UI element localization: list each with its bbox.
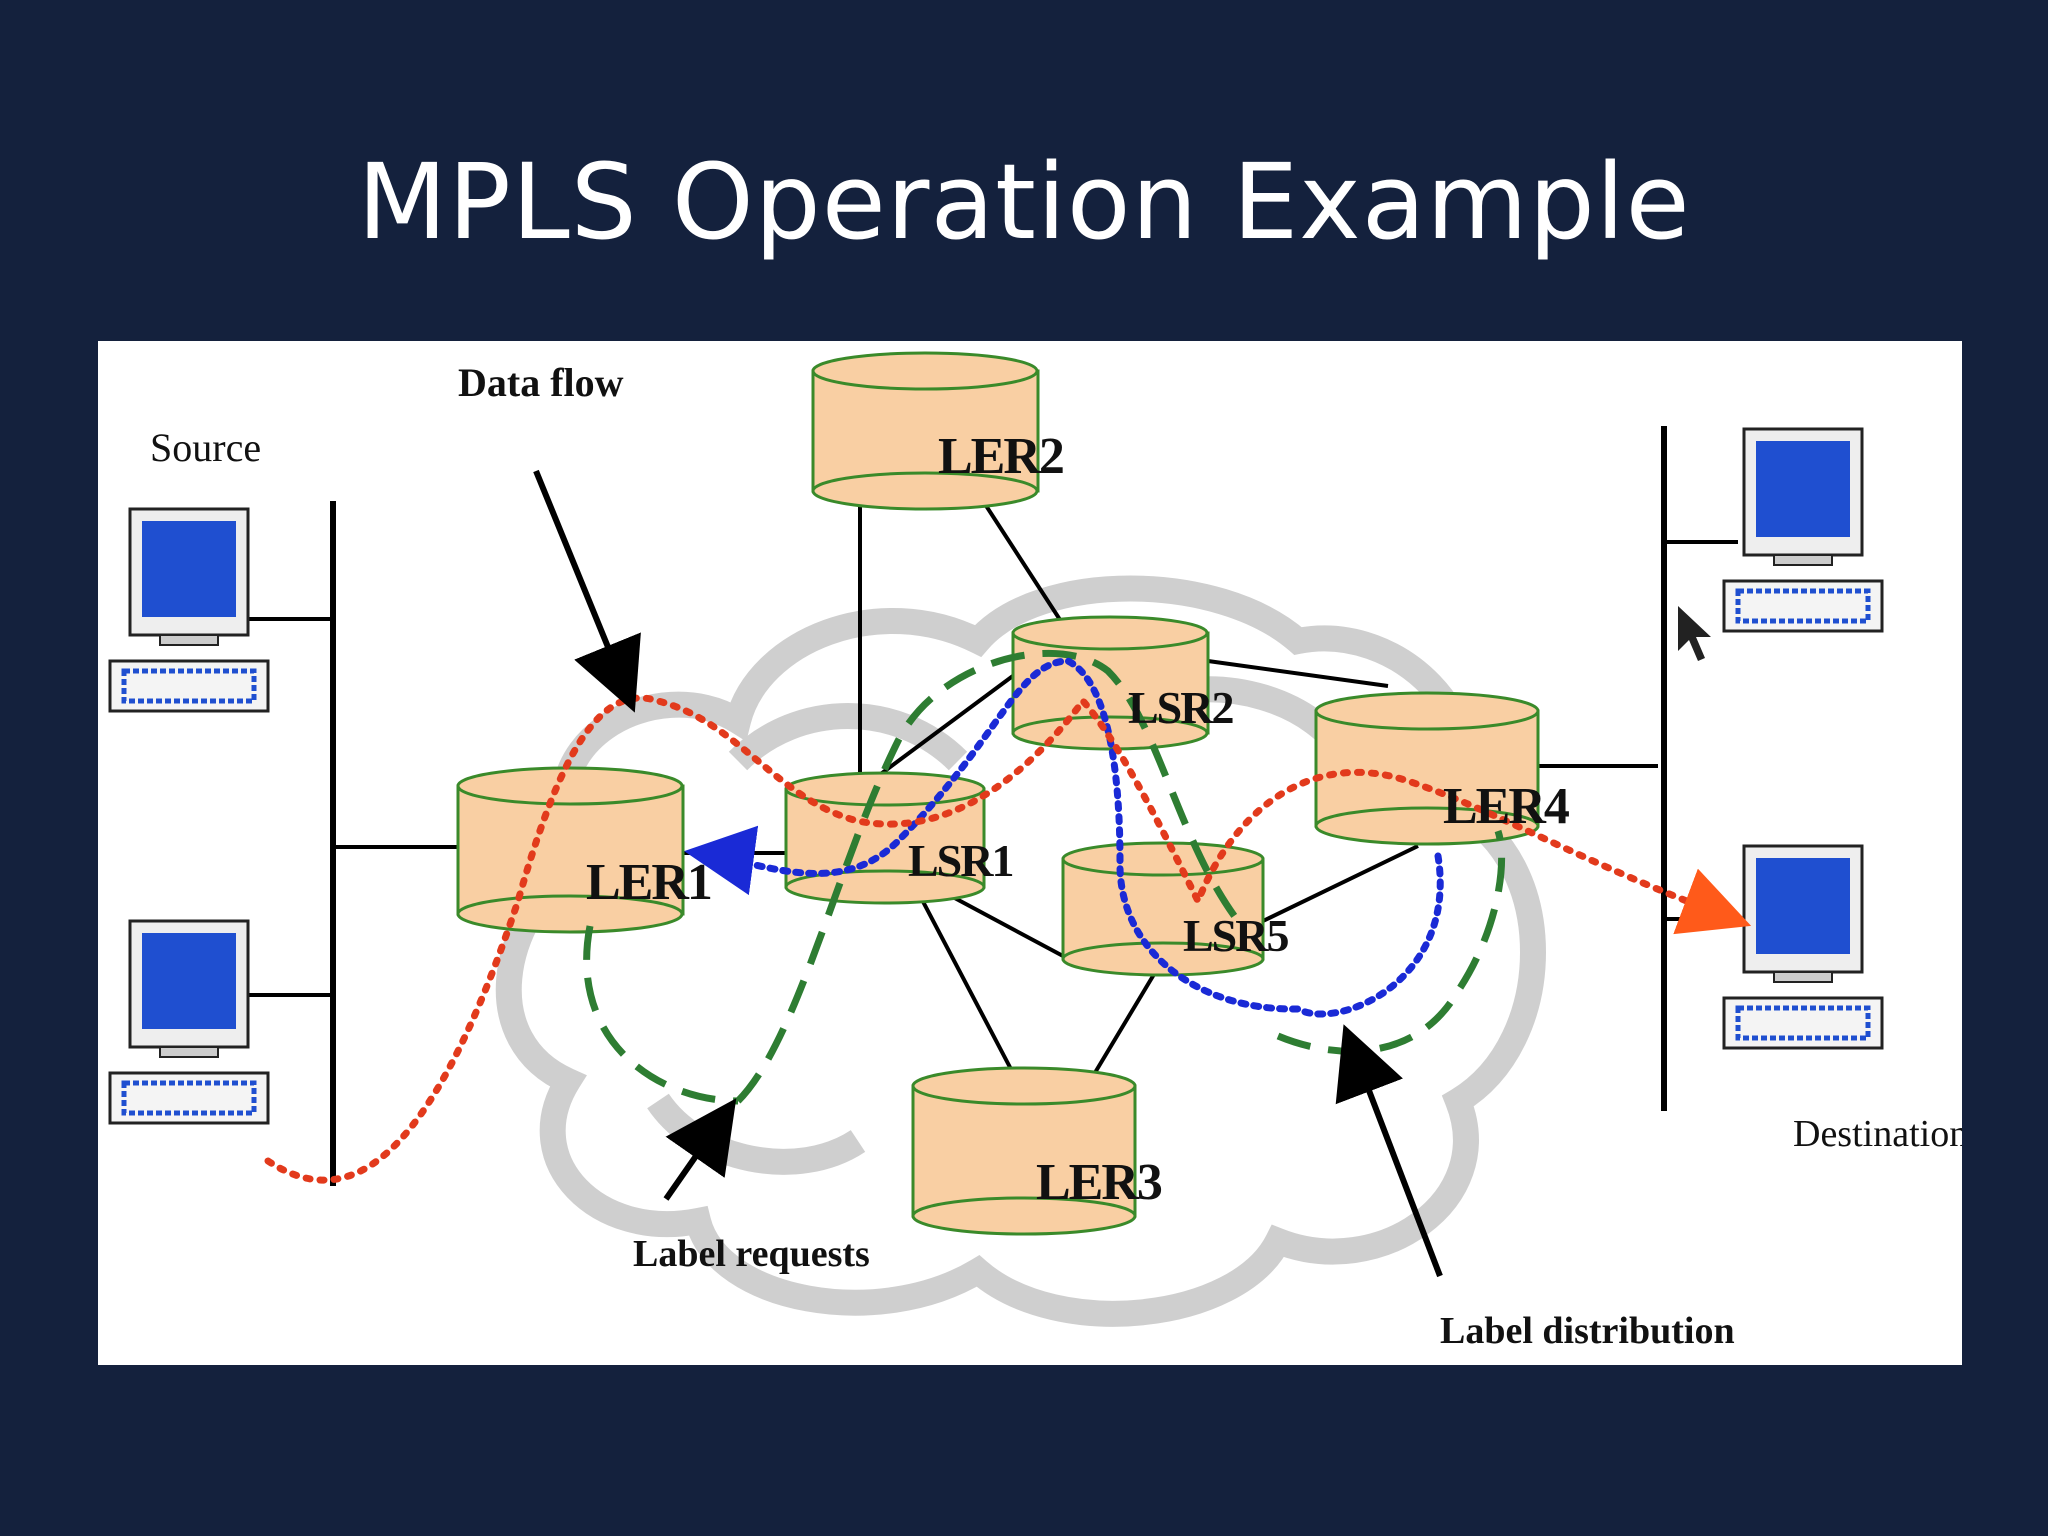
source-computer-2-icon (108, 919, 270, 1125)
lsr5-label: LSR5 (1183, 910, 1288, 961)
router-lsr2 (1011, 615, 1210, 751)
data-flow-path (264, 694, 1752, 1184)
mouse-cursor-icon (1678, 606, 1711, 661)
destination-computer-1-icon (1722, 427, 1884, 633)
router-ler2 (811, 351, 1040, 511)
pointer-arrows (533, 469, 1443, 1278)
mpls-diagram: LER2 LSR2 LER4 LER1 LSR1 LSR5 LER3 Sourc… (98, 341, 1962, 1365)
label-distribution-label: Label distribution (1440, 1310, 1735, 1352)
source-computer-1-icon (108, 507, 270, 713)
router-ler3 (911, 1066, 1137, 1236)
label-requests-label: Label requests (633, 1233, 870, 1275)
router-ler4 (1314, 691, 1540, 846)
label-requests-path (583, 649, 1506, 1105)
label-distribution-path (684, 657, 1444, 1018)
ler3-label: LER3 (1036, 1154, 1162, 1211)
ler4-label: LER4 (1443, 778, 1570, 835)
destination-computer-2-icon (1722, 844, 1884, 1050)
ler1-label: LER1 (586, 854, 711, 911)
data-flow-label: Data flow (458, 360, 624, 405)
router-ler1 (456, 766, 685, 934)
source-label: Source (150, 425, 261, 470)
destination-label: Destination (1793, 1113, 1962, 1155)
source-lan (248, 501, 458, 1186)
slide-title: MPLS Operation Example (357, 141, 1691, 263)
lsr2-label: LSR2 (1128, 682, 1233, 733)
lsr1-label: LSR1 (908, 835, 1012, 886)
ler2-label: LER2 (938, 428, 1063, 485)
mpls-diagram-canvas: LER2 LSR2 LER4 LER1 LSR1 LSR5 LER3 Sourc… (108, 351, 1962, 1352)
